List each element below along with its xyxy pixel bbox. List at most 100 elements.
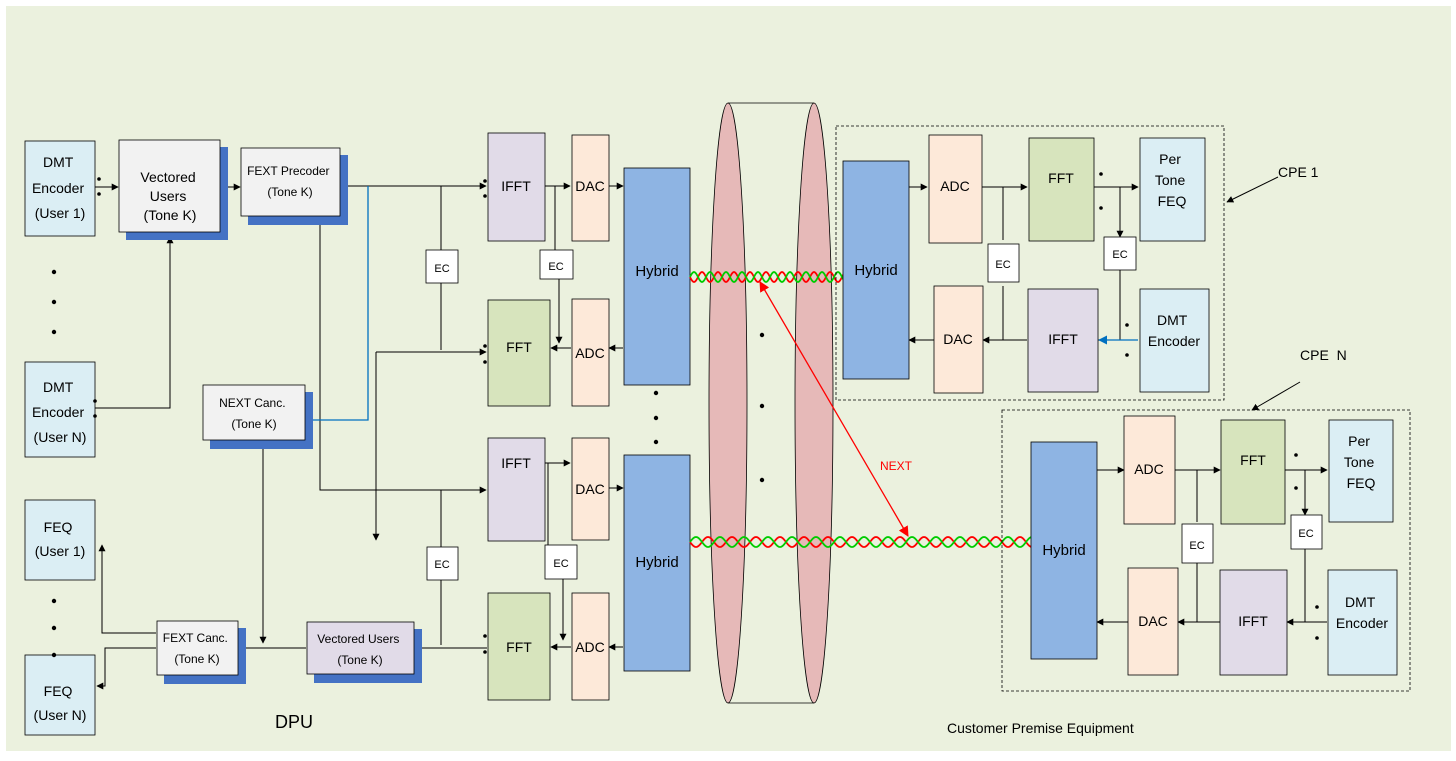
svg-text:Per Tone FEQ: Per Tone FEQ — [1344, 433, 1378, 491]
cpe-n-pointer — [1251, 381, 1301, 411]
adc-cpe-n — [1123, 415, 1176, 525]
per-tone-feq-1-line2: Tone — [1155, 172, 1186, 188]
dpu-label: DPU — [275, 712, 313, 732]
ec-label-cpe-1-a: EC — [995, 259, 1010, 271]
ec-label-dpu-3: EC — [434, 559, 449, 571]
hybrid-cpe-1 — [842, 160, 910, 380]
svg-text:FEXT Precoder (Tone K): FEXT Precoder (Tone K) — [247, 164, 333, 199]
next-canc-line2: (Tone K) — [231, 417, 276, 431]
hybrid-cpe-n — [1030, 441, 1098, 660]
fext-precoder-line2: (Tone K) — [267, 185, 312, 199]
ec-label-cpe-1-b: EC — [1112, 249, 1127, 261]
ec-label-dpu-2: EC — [548, 261, 563, 273]
vectored-users-line3: (Tone K) — [144, 207, 197, 223]
vectored-users-line1: Vectored — [140, 169, 195, 185]
cpe-n-label: CPE N — [1300, 347, 1347, 363]
ifft-cpe-1-label: IFFT — [1048, 331, 1078, 347]
feq-1-line1: FEQ — [44, 519, 73, 535]
feq-user-1 — [24, 499, 96, 581]
hybrid-dpu-top — [623, 167, 691, 386]
dmt-encoder-n-line1: DMT — [43, 379, 74, 395]
dac-dpu-top-label: DAC — [575, 178, 605, 194]
fft-dpu-top-label: FFT — [506, 339, 532, 355]
hybrid-dpu-bottom-label: Hybrid — [635, 554, 678, 571]
dac-dpu-top — [571, 134, 610, 242]
hybrid-cpe-n-label: Hybrid — [1042, 542, 1085, 559]
feq-user-n — [24, 654, 96, 736]
vectored-users-tone-k — [118, 139, 221, 233]
ec-box-dpu-3 — [426, 546, 459, 581]
fft-cpe-1 — [1028, 137, 1095, 242]
ifft-dpu-top — [487, 132, 546, 242]
fext-canc-line2: (Tone K) — [174, 652, 219, 666]
hybrid-cpe-1-label: Hybrid — [854, 262, 897, 279]
cpe-1-pointer — [1226, 176, 1279, 203]
blue-connection-lines — [304, 186, 1138, 425]
ifft-dpu-bottom — [487, 437, 546, 542]
fft-dpu-bottom — [487, 592, 551, 701]
dmt-encoder-user-1 — [24, 140, 96, 237]
dmt-encoder-cpe-1-line1: DMT — [1157, 312, 1188, 328]
ifft-cpe-1 — [1027, 288, 1099, 393]
ec-label-cpe-n-a: EC — [1189, 540, 1204, 552]
hybrid-dpu-bottom — [623, 454, 691, 672]
ifft-dpu-bottom-label: IFFT — [501, 455, 531, 471]
per-tone-feq-1-line1: Per — [1159, 151, 1181, 167]
fext-canc-tone-k — [156, 620, 239, 676]
fft-cpe-n — [1220, 419, 1286, 525]
ifft-dpu-top-label: IFFT — [501, 178, 531, 194]
feq-n-line2: (User N) — [34, 707, 87, 723]
svg-text:NEXT Canc. (Tone K): NEXT Canc. (Tone K) — [219, 396, 289, 431]
per-tone-feq-n-line1: Per — [1348, 433, 1370, 449]
svg-text:DMT Encoder: DMT Encoder — [1336, 594, 1388, 631]
adc-dpu-bottom-label: ADC — [575, 639, 605, 655]
svg-text:DMT Encoder (User N): DMT Encoder (User N) — [32, 379, 88, 445]
twisted-pair-top-red — [689, 271, 846, 283]
ec-label-dpu-1: EC — [434, 263, 449, 275]
dac-cpe-n — [1127, 567, 1179, 676]
adc-dpu-top-label: ADC — [575, 345, 605, 361]
next-canc-line1: NEXT Canc. — [219, 396, 285, 410]
ec-box-cpe-n-a — [1181, 523, 1214, 564]
svg-text:Vectored Users (Tone K): Vectored Users (Tone K) — [317, 632, 402, 667]
adc-dpu-bottom — [571, 592, 610, 701]
per-tone-feq-n-line2: Tone — [1344, 454, 1375, 470]
ec-box-dpu-1 — [425, 249, 459, 284]
adc-cpe-1 — [928, 134, 983, 244]
fft-cpe-1-label: FFT — [1048, 170, 1074, 186]
cable-bundle-left — [708, 102, 748, 704]
cpe-1-label: CPE 1 — [1278, 164, 1319, 180]
per-tone-feq-cpe-1 — [1139, 137, 1206, 242]
ifft-cpe-n-label: IFFT — [1238, 613, 1268, 629]
ec-box-cpe-1-b — [1103, 236, 1137, 271]
vectored-users-bottom-line1: Vectored Users — [317, 632, 399, 646]
dmt-encoder-cpe-1 — [1139, 288, 1210, 393]
dmt-encoder-cpe-n-line2: Encoder — [1336, 615, 1388, 631]
next-crosstalk-arrow — [759, 281, 909, 537]
fext-precoder-tone-k — [240, 147, 341, 217]
ec-label-cpe-n-b: EC — [1298, 528, 1313, 540]
svg-text:DMT Encoder: DMT Encoder — [1148, 312, 1200, 349]
svg-text:FEQ (User N): FEQ (User N) — [34, 683, 87, 723]
svg-text:FEXT Canc. (Tone K): FEXT Canc. (Tone K) — [163, 631, 231, 666]
adc-cpe-n-label: ADC — [1134, 461, 1164, 477]
dmt-encoder-cpe-1-line2: Encoder — [1148, 333, 1200, 349]
adc-cpe-1-label: ADC — [940, 178, 970, 194]
fft-dpu-bottom-label: FFT — [506, 639, 532, 655]
per-tone-feq-n-line3: FEQ — [1347, 475, 1376, 491]
per-tone-feq-1-line3: FEQ — [1158, 193, 1187, 209]
per-tone-feq-cpe-n — [1328, 419, 1394, 523]
vectored-users-line2: Users — [150, 188, 187, 204]
dmt-encoder-1-line3: (User 1) — [35, 205, 86, 221]
feq-n-line1: FEQ — [44, 683, 73, 699]
twisted-pair-bottom-red — [689, 536, 1033, 548]
svg-text:FEQ (User 1): FEQ (User 1) — [35, 519, 86, 559]
dmt-encoder-cpe-n — [1327, 569, 1398, 676]
ec-box-dpu-4 — [544, 544, 578, 580]
dac-dpu-bottom — [571, 437, 610, 541]
svg-text:Vectored Users (Tone K: Vectored Users (Tone K) — [140, 169, 199, 223]
fext-canc-line1: FEXT Canc. — [163, 631, 228, 645]
dmt-encoder-cpe-n-line1: DMT — [1345, 594, 1376, 610]
customer-premise-label: Customer Premise Equipment — [947, 720, 1134, 736]
